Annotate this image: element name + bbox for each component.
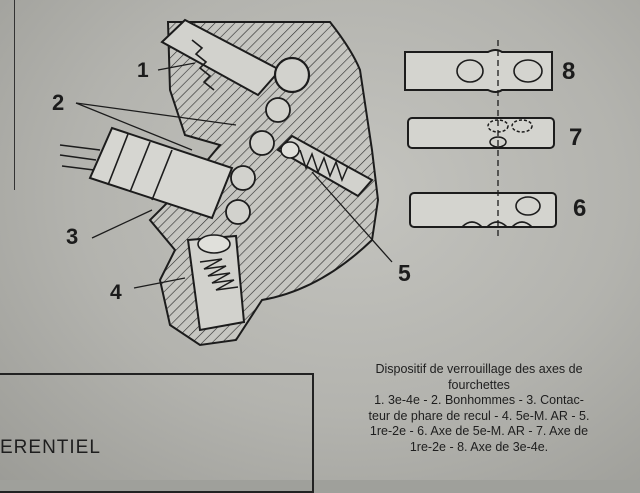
callout-4: 4 bbox=[110, 281, 122, 304]
caption-line-3: 1re-2e - 6. Axe de 5e-M. AR - 7. Axe de bbox=[369, 424, 589, 438]
section-heading: ERENTIEL bbox=[0, 437, 101, 458]
callout-1: 1 bbox=[137, 59, 149, 82]
caption-title-line-2: fourchettes bbox=[448, 377, 510, 392]
callout-7: 7 bbox=[569, 124, 583, 151]
callout-2: 2 bbox=[52, 90, 65, 115]
adjacent-section-frame bbox=[0, 373, 314, 493]
lower-plunger-bore bbox=[186, 234, 246, 332]
right-spring-bore bbox=[276, 134, 374, 198]
locking-mechanism-diagram bbox=[59, 18, 557, 347]
caption-line-1: 1. 3e-4e - 2. Bonhommes - 3. Contac- bbox=[374, 393, 584, 407]
margin-rule bbox=[14, 0, 15, 190]
reverse-light-switch bbox=[59, 126, 234, 220]
callout-3: 3 bbox=[66, 224, 79, 249]
upper-plunger-bore bbox=[160, 18, 311, 97]
detent-balls bbox=[225, 97, 291, 225]
leader-lines bbox=[75, 62, 393, 289]
shaft-8 bbox=[404, 49, 553, 93]
shaft-6 bbox=[409, 192, 557, 228]
callout-6: 6 bbox=[573, 195, 587, 222]
callout-8: 8 bbox=[562, 58, 576, 85]
figure-caption: Dispositif de verrouillage des axes de f… bbox=[318, 362, 640, 480]
caption-line-2: teur de phare de recul - 4. 5e-M. AR - 5… bbox=[368, 408, 590, 423]
caption-line-4: 1re-2e - 8. Axe de 3e-4e. bbox=[409, 439, 549, 454]
caption-title-line-1: Dispositif de verrouillage des axes de bbox=[375, 362, 583, 376]
shaft-7 bbox=[407, 117, 555, 149]
callout-5: 5 bbox=[398, 260, 411, 286]
